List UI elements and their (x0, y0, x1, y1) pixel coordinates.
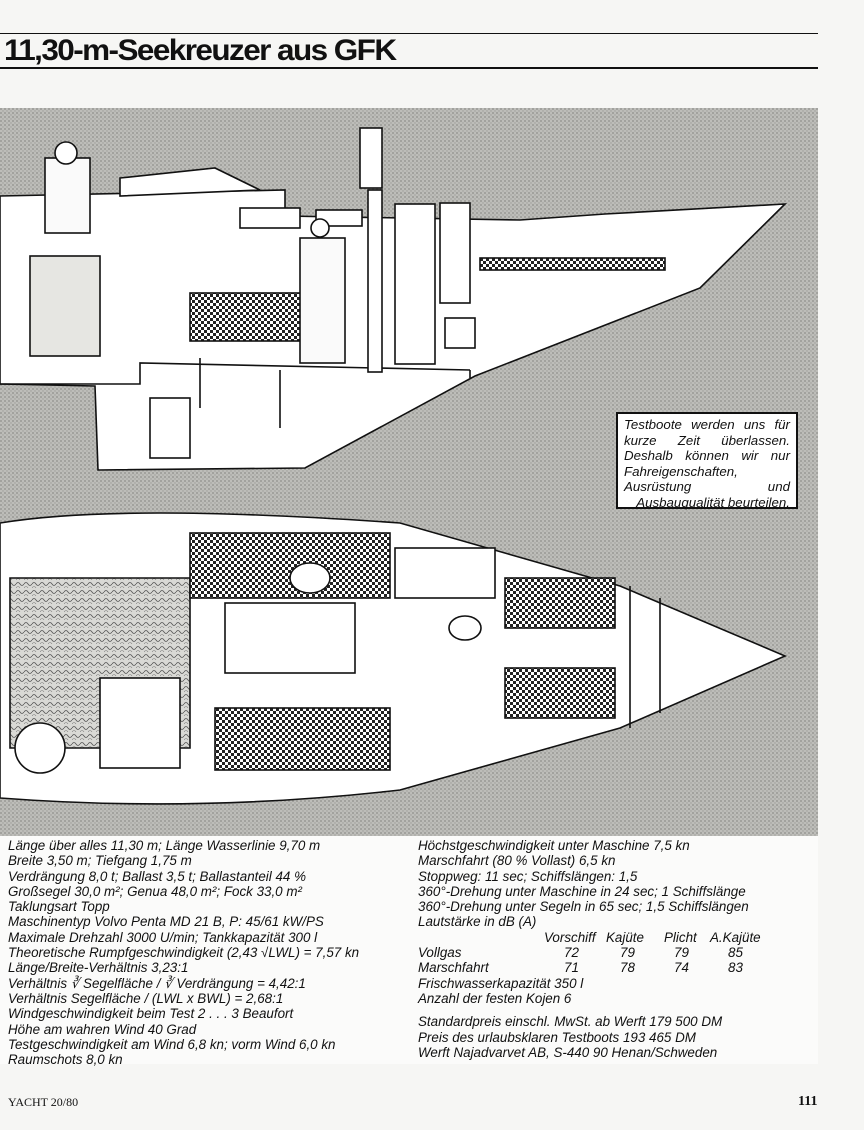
notice-box: Testboote werden uns für kurze Zeit über… (616, 412, 798, 510)
spec-line: Großsegel 30,0 m²; Genua 48,0 m²; Fock 3… (8, 883, 302, 899)
spec-line: Maximale Drehzahl 3000 U/min; Tankkapazi… (8, 929, 318, 945)
noise-table-row: Vollgas 72 79 79 85 (418, 945, 749, 960)
noise-row-label: Marschfahrt (418, 960, 489, 976)
specs-left-column: Länge über alles 11,30 m; Länge Wasserli… (8, 838, 359, 1067)
spec-line: 360°-Drehung unter Segeln in 65 sec; 1,5… (418, 899, 749, 915)
side-profile-drawing (0, 127, 788, 471)
spec-line: Raumschots 8,0 kn (8, 1052, 123, 1068)
spec-line: Länge über alles 11,30 m; Länge Wasserli… (8, 838, 321, 853)
noise-value: 79 (674, 945, 689, 961)
price-line: Standardpreis einschl. MwSt. ab Werft 17… (418, 1014, 723, 1030)
page-number: 111 (798, 1094, 818, 1109)
spec-line: Länge/Breite-Verhältnis 3,23:1 (8, 960, 189, 976)
noise-header: A.Kajüte (710, 929, 761, 945)
spec-line: Theoretische Rumpfgeschwindigkeit (2,43 … (8, 945, 360, 961)
spec-line: Lautstärke in dB (A) (418, 914, 537, 930)
noise-header: Plicht (664, 929, 697, 945)
spec-line: Anzahl der festen Kojen 6 (418, 990, 572, 1006)
noise-table-header: Vorschiff Kajüte Plicht A.Kajüte (418, 929, 761, 945)
noise-value: 78 (620, 960, 635, 976)
title-underline (0, 67, 818, 69)
spec-line: Marschfahrt (80 % Vollast) 6,5 kn (418, 853, 616, 869)
spec-line: Stoppweg: 11 sec; Schiffslängen: 1,5 (418, 868, 638, 884)
spec-line: Taklungsart Topp (8, 899, 110, 915)
noise-value: 79 (620, 945, 635, 961)
spec-line: Breite 3,50 m; Tiefgang 1,75 m (8, 853, 192, 869)
noise-value: 72 (564, 945, 579, 961)
spec-line: Höhe am wahren Wind 40 Grad (8, 1021, 197, 1037)
price-line: Preis des urlaubsklaren Testboots 193 46… (418, 1029, 696, 1045)
specs-right-column: Höchstgeschwindigkeit unter Maschine 7,5… (418, 838, 761, 1060)
noise-value: 71 (564, 960, 579, 976)
spec-line: Maschinentyp Volvo Penta MD 21 B, P: 45/… (8, 914, 324, 930)
spec-line: Verhältnis ∛ Segelfläche / ∛ Verdrängung… (8, 975, 306, 991)
noise-table-row: Marschfahrt 71 78 74 83 (418, 960, 749, 975)
noise-header: Vorschiff (544, 929, 596, 945)
spec-line: Verdrängung 8,0 t; Ballast 3,5 t; Ballas… (8, 868, 307, 884)
yacht-illustration (0, 108, 818, 838)
magazine-issue: YACHT 20/80 (8, 1095, 79, 1109)
spec-line: Verhältnis Segelfläche / (LWL x BWL) = 2… (8, 990, 284, 1006)
spec-line: Windgeschwindigkeit beim Test 2 . . . 3 … (8, 1006, 294, 1022)
spec-line: 360°-Drehung unter Maschine in 24 sec; 1… (418, 883, 746, 899)
noise-value: 74 (674, 960, 689, 976)
top-rule (0, 33, 818, 34)
spec-line: Frischwasserkapazität 350 l (418, 975, 584, 991)
price-line: Werft Najadvarvet AB, S-440 90 Henan/Sch… (418, 1044, 718, 1060)
deck-plan-drawing (0, 512, 788, 805)
page-title: 11,30-m-Seekreuzer aus GFK (4, 34, 397, 67)
noise-row-label: Vollgas (418, 945, 462, 961)
spec-line: Testgeschwindigkeit am Wind 6,8 kn; vorm… (8, 1036, 336, 1052)
noise-value: 83 (728, 960, 743, 976)
noise-value: 85 (728, 945, 743, 961)
noise-header: Kajüte (606, 929, 644, 945)
specifications-panel: Länge über alles 11,30 m; Länge Wasserli… (0, 836, 818, 1067)
spec-line: Höchstgeschwindigkeit unter Maschine 7,5… (418, 838, 690, 853)
